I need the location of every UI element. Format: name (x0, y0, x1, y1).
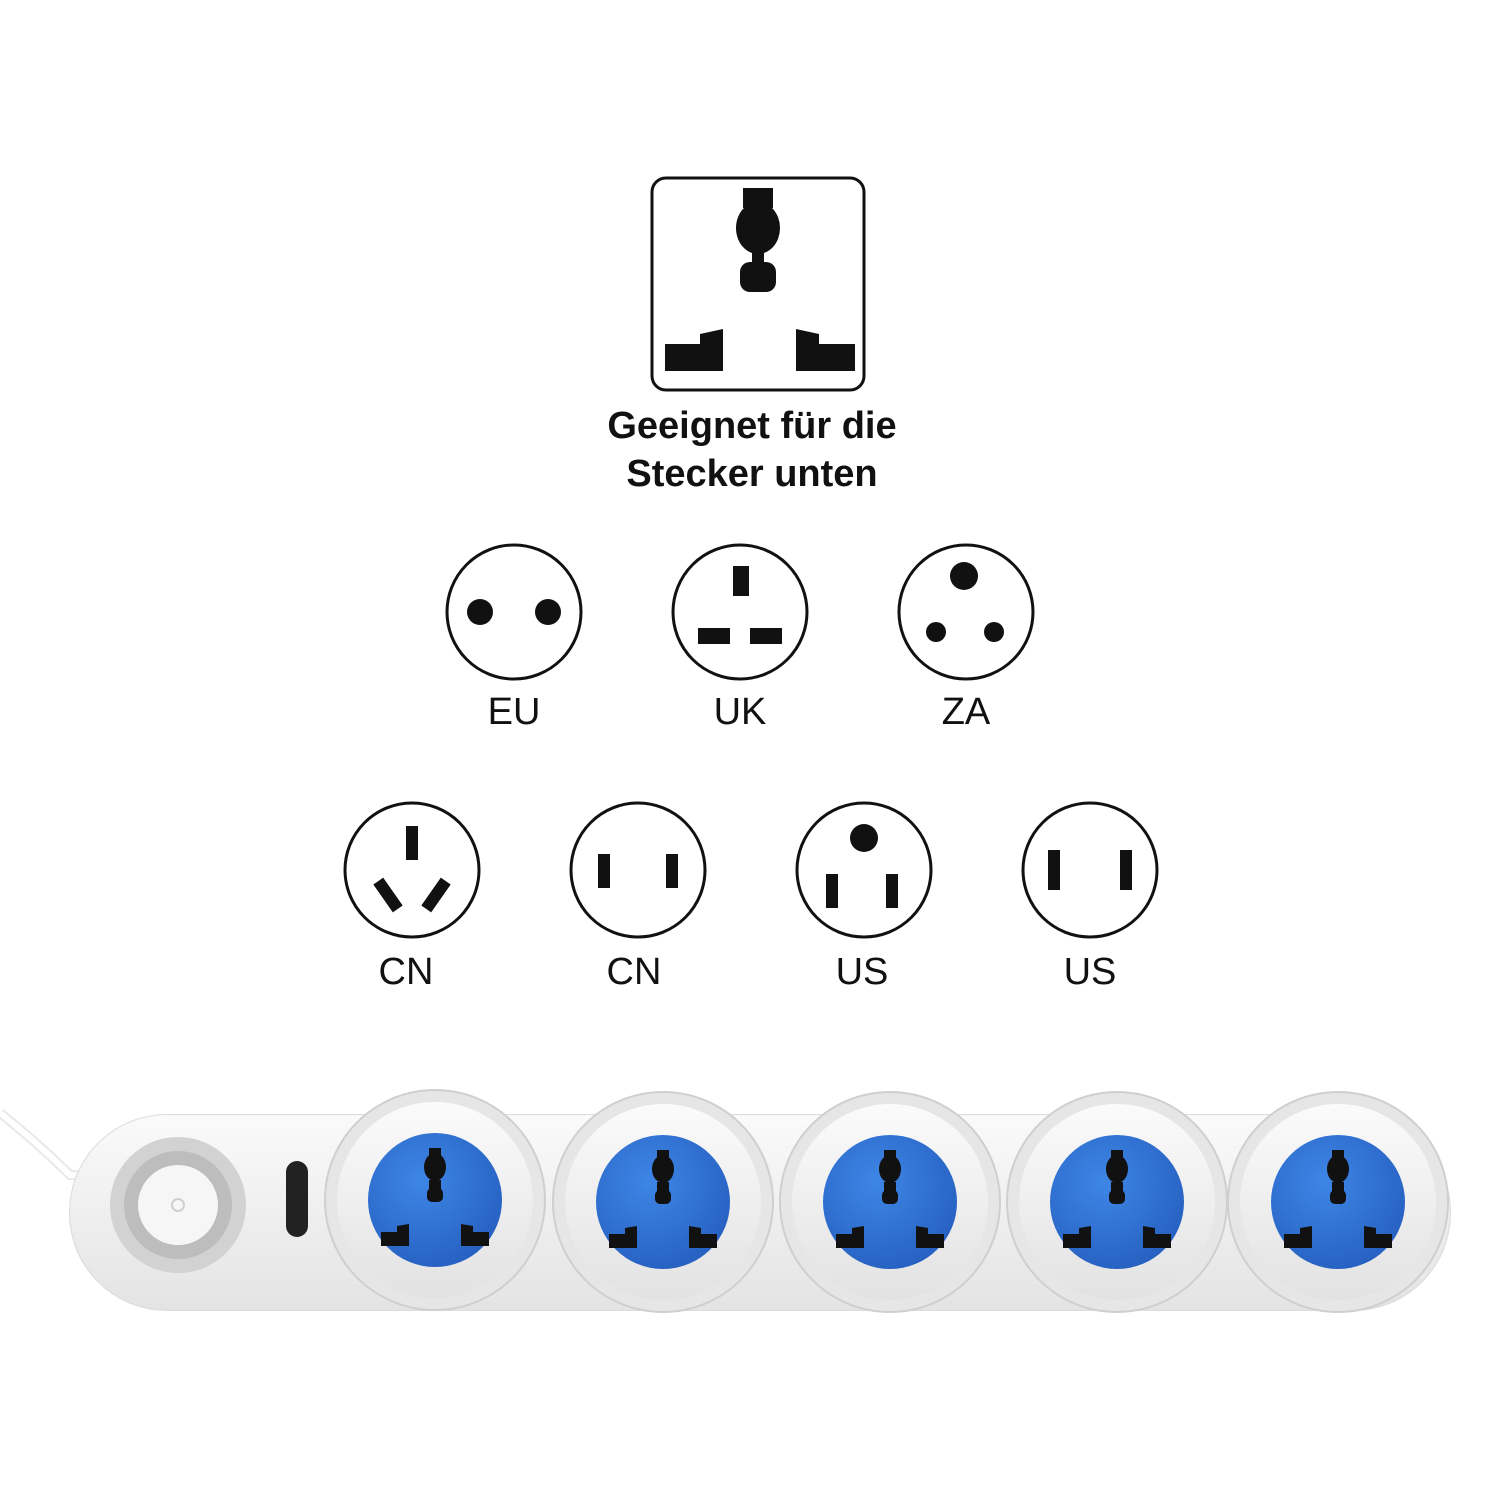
uk-plug-icon (670, 542, 810, 682)
universal-socket-icon (650, 176, 866, 392)
cn-2pin-plug-icon (568, 800, 708, 940)
plug-label-za: ZA (941, 691, 991, 733)
eu-plug-icon (444, 542, 584, 682)
indicator-light-icon (286, 1161, 308, 1237)
caption-line-2: Stecker unten (626, 453, 878, 495)
plug-label-us-2pin: US (1063, 951, 1117, 993)
plug-label-us-3pin: US (835, 951, 889, 993)
power-switch-icon (110, 1137, 246, 1273)
plug-label-eu: EU (487, 691, 541, 733)
power-strip-image (0, 1085, 1500, 1335)
caption-line-1: Geeignet für die (607, 405, 897, 447)
us-2pin-plug-icon (1020, 800, 1160, 940)
cn-3pin-plug-icon (342, 800, 482, 940)
plug-label-uk: UK (713, 691, 767, 733)
za-plug-icon (896, 542, 1036, 682)
compatibility-caption: Geeignet für die Stecker unten (520, 402, 984, 498)
plug-label-cn-3pin: CN (378, 951, 434, 993)
us-3pin-plug-icon (794, 800, 934, 940)
plug-label-cn-2pin: CN (606, 951, 662, 993)
